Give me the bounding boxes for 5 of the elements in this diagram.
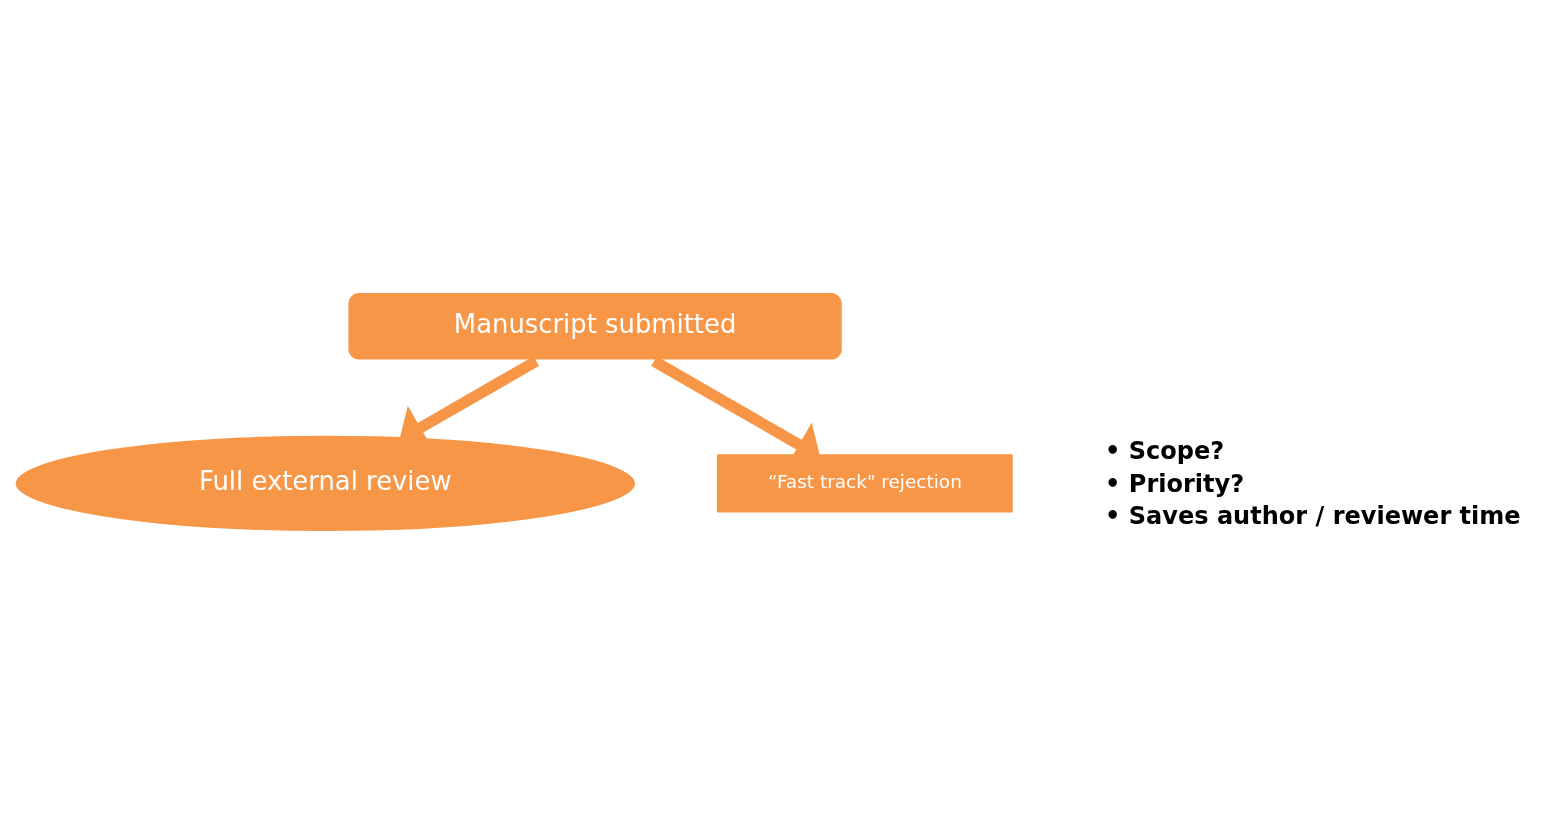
node-label: • Priority? [1105, 469, 1245, 498]
node-ellipse: Full external review [12, 432, 638, 534]
node-label: • Scope? [1105, 436, 1225, 465]
node-label: • Saves author / reviewer time [1105, 501, 1521, 530]
node-box: “Fast track" rejection [714, 451, 1016, 515]
